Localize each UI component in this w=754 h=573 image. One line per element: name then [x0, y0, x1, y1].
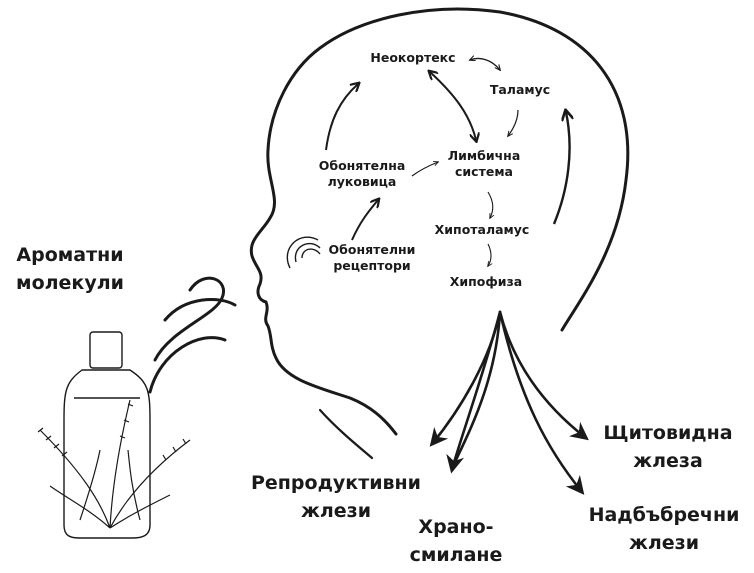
label-pituitary: Хипофиза [436, 274, 536, 290]
label-digestion: Храно- смилане [394, 514, 518, 569]
arrow-limbic-hypothalamus [488, 192, 493, 218]
lavender-sprigs [38, 400, 190, 528]
arrow-hypothalamus-thalamus [554, 112, 570, 224]
label-olfactory-bulb: Обонятелна луковица [310, 158, 414, 189]
pituitary-output-arrows [432, 312, 586, 492]
arrow-neocortex-thalamus [470, 58, 500, 70]
arrow-receptors-to-bulb [352, 200, 378, 240]
neck-front [320, 410, 372, 458]
label-thalamus: Таламус [470, 82, 570, 98]
arrow-hypothalamus-pituitary [488, 244, 491, 266]
label-neocortex: Неокортекс [358, 50, 468, 66]
label-olfactory-receptors: Обонятелни рецептори [320, 242, 424, 273]
label-aroma-molecules: Ароматни молекули [6, 242, 134, 297]
nostril-swirls [287, 237, 320, 268]
label-hypothalamus: Хипоталамус [424, 222, 540, 238]
label-thyroid: Щитовидна жлеза [588, 420, 748, 475]
arrow-bulb-to-neocortex [326, 84, 358, 150]
arrow-thalamus-limbic [508, 110, 518, 136]
label-adrenal-glands: Надбъбречни жлези [574, 502, 754, 557]
label-limbic-system: Лимбична система [434, 148, 534, 179]
aroma-vapour [150, 278, 235, 392]
